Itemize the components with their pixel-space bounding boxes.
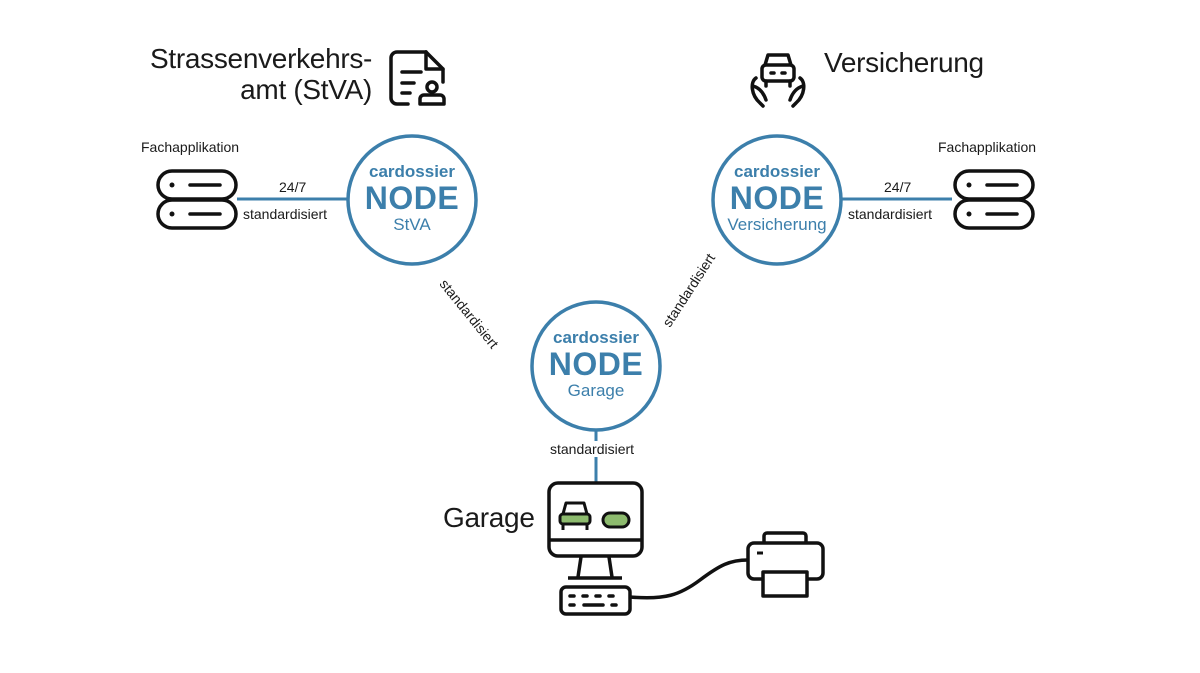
node-sub: Versicherung	[727, 215, 827, 234]
node-name: NODE	[364, 180, 460, 216]
actor-title-stva-line2: amt (StVA)	[240, 74, 372, 105]
node-circle-versicherung[interactable]	[711, 134, 843, 266]
car-icon	[558, 501, 592, 530]
connection-label-right-standardisiert: standardisiert	[848, 206, 933, 222]
printer-icon	[746, 531, 825, 598]
connection-label-right-247: 24/7	[884, 179, 912, 195]
node-name: NODE	[729, 180, 825, 216]
connection-label-left-247: 24/7	[279, 179, 307, 195]
connection-label-left-standardisiert: standardisiert	[243, 206, 328, 222]
node-circle-garage[interactable]	[530, 300, 662, 432]
actor-title-garage: Garage	[443, 502, 535, 533]
node-name: NODE	[548, 346, 644, 382]
application-label-left: Fachapplikation	[141, 139, 240, 155]
application-label-right: Fachapplikation	[938, 139, 1037, 155]
node-garage[interactable]: cardossier NODE Garage	[531, 328, 661, 401]
node-brand: cardossier	[734, 162, 820, 181]
server-icon-right	[953, 169, 1035, 230]
node-brand: cardossier	[553, 328, 639, 347]
connection-label-garage-computer: standardisiert	[548, 441, 637, 457]
document-person-icon	[389, 50, 446, 106]
node-sub: StVA	[393, 215, 431, 234]
screen-pill-icon	[601, 511, 631, 529]
computer-icon	[547, 481, 644, 580]
actor-title-versicherung: Versicherung	[824, 47, 984, 78]
node-sub: Garage	[567, 381, 625, 400]
server-icon-left	[156, 169, 238, 230]
node-circle-stva[interactable]	[346, 134, 478, 266]
actor-title-stva: Strassenverkehrs- amt (StVA)	[150, 43, 372, 105]
printer-cable	[629, 558, 749, 600]
actor-title-stva-line1: Strassenverkehrs-	[150, 43, 373, 74]
node-stva[interactable]: cardossier NODE StVA	[347, 162, 477, 235]
keyboard-icon	[559, 585, 632, 616]
car-in-hands-icon	[750, 53, 806, 108]
node-versicherung[interactable]: cardossier NODE Versicherung	[712, 162, 842, 235]
node-brand: cardossier	[369, 162, 455, 181]
